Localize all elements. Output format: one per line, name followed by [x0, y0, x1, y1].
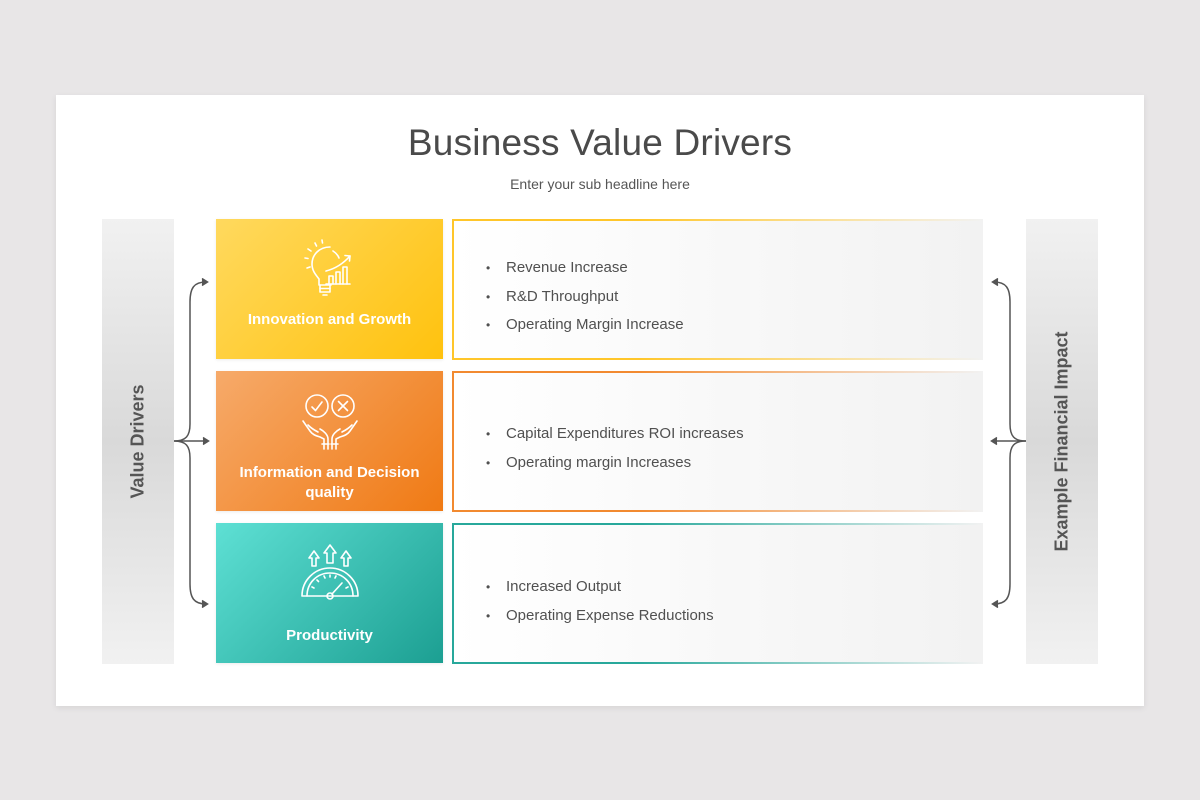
- impact-box-innovation: •Revenue Increase •R&D Throughput •Opera…: [452, 219, 983, 360]
- impact-item: •Capital Expenditures ROI increases: [486, 425, 744, 442]
- impact-item: •Operating margin Increases: [486, 453, 692, 471]
- impact-list: •Increased Output •Operating Expense Red…: [486, 573, 714, 630]
- impact-item: •Operating Expense Reductions: [486, 606, 714, 624]
- driver-label: Productivity: [286, 627, 373, 644]
- impact-box-information: •Capital Expenditures ROI increases •Ope…: [452, 371, 983, 512]
- value-drivers-panel: Value Drivers: [102, 219, 174, 664]
- driver-card-innovation: Innovation and Growth: [216, 219, 443, 359]
- impact-item: •R&D Throughput: [486, 287, 619, 305]
- financial-impact-panel: Example Financial Impact: [1026, 219, 1098, 664]
- impact-list: •Revenue Increase •R&D Throughput •Opera…: [486, 254, 684, 340]
- page-title: Business Value Drivers: [407, 122, 793, 163]
- speedometer-arrows-icon: [300, 544, 359, 600]
- lightbulb-growth-chart-icon: [303, 239, 351, 296]
- right-brace-arrows-icon: [990, 278, 1027, 608]
- impact-item: •Operating Margin Increase: [486, 316, 684, 333]
- impact-item: •Revenue Increase: [486, 259, 628, 276]
- driver-label: Information and Decision quality: [239, 464, 420, 501]
- impact-item: •Increased Output: [486, 578, 622, 595]
- driver-card-information: Information and Decision quality: [216, 371, 443, 511]
- impact-list: •Capital Expenditures ROI increases •Ope…: [486, 420, 744, 477]
- hands-check-cross-icon: [301, 394, 358, 450]
- driver-label: Innovation and Growth: [247, 311, 412, 328]
- left-brace-arrows-icon: [173, 278, 210, 608]
- financial-impact-label: Example Financial Impact: [1051, 331, 1072, 552]
- page-subtitle: Enter your sub headline here: [510, 176, 690, 192]
- impact-box-productivity: •Increased Output •Operating Expense Red…: [452, 523, 983, 664]
- driver-card-productivity: Productivity: [216, 523, 443, 663]
- value-drivers-label: Value Drivers: [127, 384, 148, 499]
